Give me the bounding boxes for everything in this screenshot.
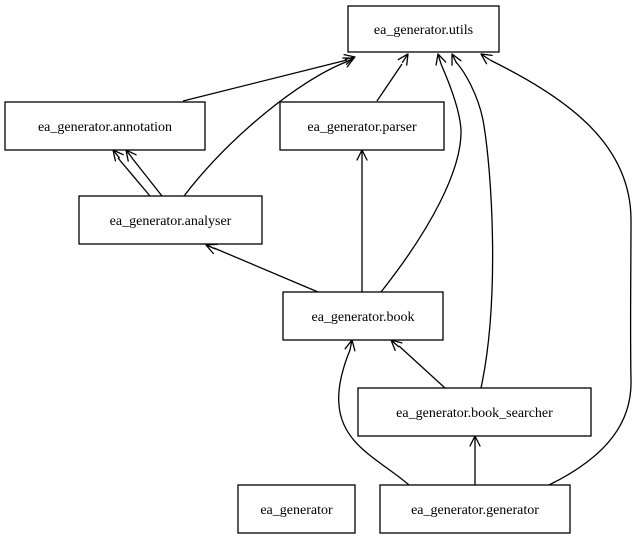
- node-label: ea_generator.book_searcher: [396, 406, 553, 421]
- node-label: ea_generator: [260, 503, 333, 518]
- arrowhead-icon: [451, 53, 462, 66]
- node-utils[interactable]: ea_generator.utils: [347, 5, 500, 53]
- node-generator[interactable]: ea_generator.generator: [379, 484, 571, 534]
- node-box: [282, 291, 444, 341]
- node-box: [379, 484, 571, 534]
- node-analyser[interactable]: ea_generator.analyser: [78, 195, 263, 245]
- node-box: [347, 5, 500, 53]
- arrowhead-icon: [125, 149, 137, 162]
- node-label: ea_generator.generator: [411, 503, 539, 518]
- node-label: ea_generator.book: [311, 310, 414, 325]
- edge-generator-to-utils: [480, 53, 632, 486]
- edge-line: [131, 157, 163, 197]
- edge-analyser-to-utils: [183, 57, 355, 197]
- node-ea_generator[interactable]: ea_generator: [237, 484, 356, 534]
- nodes-layer: ea_generator.utils ea_generator.annotatio…: [4, 5, 592, 534]
- node-box: [357, 387, 592, 437]
- edge-line: [182, 59, 348, 102]
- edge-line: [213, 247, 319, 293]
- node-book[interactable]: ea_generator.book: [282, 291, 444, 341]
- arrowhead-icon: [356, 149, 368, 161]
- node-annotation[interactable]: ea_generator.annotation: [4, 101, 206, 151]
- arrowhead-icon: [469, 435, 481, 447]
- arrowhead-icon: [397, 53, 409, 66]
- edges-layer: [112, 53, 632, 486]
- node-parser[interactable]: ea_generator.parser: [279, 101, 445, 151]
- edge-book_searcher-to-book: [390, 339, 446, 389]
- node-box: [4, 101, 206, 151]
- edge-book-to-analyser: [205, 243, 319, 293]
- edge-line: [398, 345, 446, 389]
- arrowhead-icon: [112, 149, 124, 162]
- edge-line: [338, 349, 410, 486]
- node-label: ea_generator.annotation: [38, 120, 172, 135]
- node-box: [237, 484, 356, 534]
- node-box: [78, 195, 263, 245]
- edge-line: [380, 63, 462, 293]
- edge-line: [117, 157, 151, 197]
- edge-annotation-to-utils: [182, 53, 356, 102]
- edge-line: [376, 63, 403, 102]
- node-label: ea_generator.utils: [374, 23, 473, 38]
- node-label: ea_generator.parser: [307, 120, 417, 135]
- edge-parser-to-utils: [376, 53, 409, 102]
- arrowhead-icon: [205, 243, 218, 255]
- edge-book-to-utils: [380, 53, 462, 293]
- arrowhead-icon: [344, 339, 356, 352]
- node-box: [279, 101, 445, 151]
- edge-generator-to-book_searcher: [469, 435, 481, 485]
- edge-line: [455, 61, 494, 389]
- edge-book_searcher-to-utils: [451, 53, 494, 389]
- edge-line: [489, 59, 632, 486]
- arrowhead-icon: [342, 57, 355, 68]
- edge-book-to-parser: [356, 149, 368, 292]
- edge-line: [183, 61, 347, 197]
- node-book_searcher[interactable]: ea_generator.book_searcher: [357, 387, 592, 437]
- arrowhead-icon: [480, 53, 493, 65]
- node-label: ea_generator.analyser: [110, 214, 232, 229]
- arrowhead-icon: [435, 53, 447, 66]
- arrowhead-icon: [390, 339, 403, 352]
